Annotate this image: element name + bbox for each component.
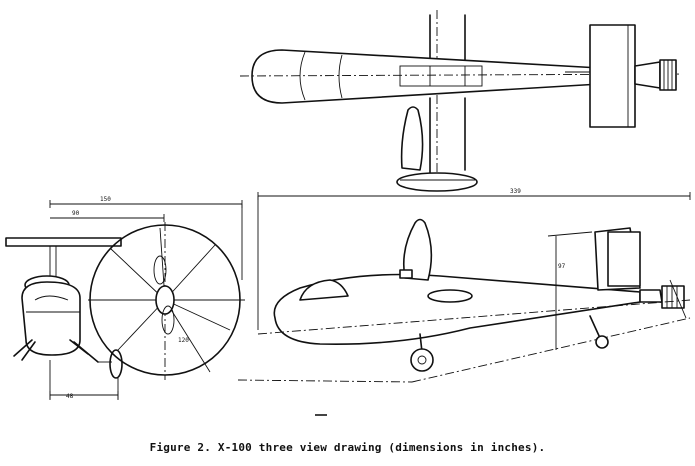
dim-gear-track: 48 xyxy=(66,393,74,400)
dim-front-width: 150 xyxy=(100,196,111,203)
smudge-mark xyxy=(315,414,327,416)
top-view xyxy=(239,10,683,192)
dim-tail-height: 97 xyxy=(558,263,566,270)
front-view: 150 90 48 xyxy=(5,196,243,400)
dim-overall-length: 339 xyxy=(510,188,521,195)
dim-rotor-diameter: 120 xyxy=(178,337,189,344)
figure-caption: Figure 2. X-100 three view drawing (dime… xyxy=(149,441,546,454)
dim-front-partial: 90 xyxy=(72,210,80,217)
rotor-disk: 120 xyxy=(88,222,245,380)
side-view: 339 97 xyxy=(237,188,691,383)
